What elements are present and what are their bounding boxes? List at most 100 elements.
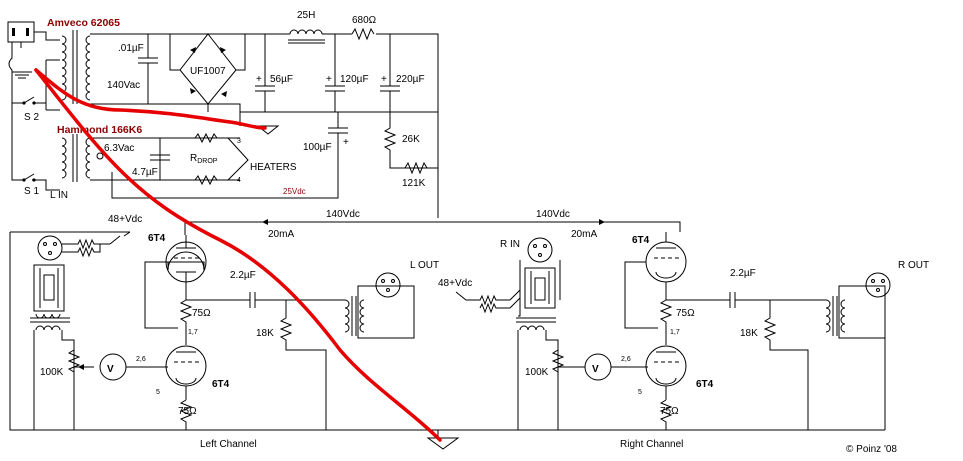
s2-label: S 2 (24, 112, 39, 123)
resistor-26k (383, 112, 438, 169)
left-r75-bot: 75Ω (178, 406, 197, 417)
resistor-rdrop (194, 132, 218, 186)
c56-label: 56µF (270, 74, 293, 85)
red-annotation (34, 68, 442, 442)
cap-plus: + (256, 74, 262, 85)
right-meter-label: V (592, 364, 599, 375)
heaters-label: HEATERS (250, 162, 297, 173)
s1-label: S 1 (24, 186, 39, 197)
v140ac-label: 140Vac (107, 80, 140, 91)
resistor-75-bot (659, 399, 673, 430)
choke-25h (288, 29, 325, 44)
pot-100k (551, 349, 565, 373)
primary-wiring (12, 102, 60, 111)
capacitor-01uf (138, 34, 158, 104)
left-r75-top: 75Ω (192, 308, 211, 319)
rectifier-label: UF1007 (190, 66, 226, 77)
right-in-label: R IN (500, 239, 520, 250)
resistor-680 (351, 27, 375, 41)
credit: © Poinz '08 (846, 444, 897, 455)
phantom-switch (109, 231, 131, 245)
xlr-output-jack (865, 272, 891, 298)
right-pot-label: 100K (525, 367, 549, 378)
c100-label: 100µF (303, 142, 332, 153)
left-tube-top-label: 6T4 (148, 233, 166, 244)
iec-pin (26, 28, 29, 36)
xlr-input-jack (37, 235, 63, 261)
iec-pin (12, 28, 15, 36)
current-right: 20mA (571, 229, 597, 240)
coupling-cap (666, 292, 826, 308)
xlr-input-jack (527, 237, 553, 263)
cap-plus: + (326, 74, 332, 85)
input-transformer (516, 317, 556, 323)
filter-capacitors (111, 34, 400, 199)
v25dc-label: 25Vdc (283, 187, 306, 196)
power-transformer-label: Amveco 62065 (47, 17, 120, 29)
heater-wiring (90, 137, 240, 181)
right-pins17: 1,7 (670, 329, 680, 336)
rail-voltage-left: 140Vdc (326, 209, 360, 220)
resistor-18k (279, 300, 327, 430)
left-cap-label: 2.2µF (230, 270, 256, 281)
right-pin5: 5 (638, 389, 642, 396)
right-phantom-label: 48+Vdc (438, 278, 472, 289)
capacitor-47uf (150, 154, 170, 161)
pin3-label: 3 (237, 138, 241, 145)
left-meter-label: V (107, 364, 114, 375)
left-r18k-label: 18K (256, 328, 274, 339)
output-transformer (344, 285, 415, 339)
chassis-ground-symbol (12, 42, 32, 79)
cap-plus: + (343, 137, 349, 148)
right-tube-bot-label: 6T4 (696, 379, 714, 390)
power-transformer (61, 30, 91, 104)
ground-symbol (239, 112, 280, 135)
resistor-75-top (179, 299, 193, 345)
primary-wiring (11, 95, 60, 191)
switch-s2 (23, 96, 35, 104)
left-out-label: L OUT (410, 260, 439, 271)
right-channel: R IN 48+Vdc 100K V 2,6 6T4 2.2µF 75Ω 1,7 (438, 232, 929, 450)
right-tube-top (645, 232, 687, 300)
right-tube-bottom (645, 345, 687, 400)
v63ac-label: 6.3Vac (104, 143, 134, 154)
phantom-resistor (62, 238, 110, 250)
left-channel: 48+Vdc 100K V 2,6 6T4 2.2µF 75Ω 1,7 (9, 214, 885, 450)
right-r75-bot: 75Ω (660, 406, 679, 417)
iec-inlet (7, 21, 35, 43)
c220-label: 220µF (396, 74, 425, 85)
fuse (8, 42, 13, 95)
resistor-75-bot (179, 399, 193, 430)
r680-label: 680Ω (352, 15, 377, 26)
left-tube-bot-label: 6T4 (212, 379, 230, 390)
lin-label: L IN (50, 190, 68, 201)
left-pin5: 5 (156, 389, 160, 396)
heater-transformer-label: Hammond 166K6 (57, 124, 142, 136)
right-channel-label: Right Channel (620, 439, 683, 450)
r26k-label: 26K (402, 134, 420, 145)
right-cap-label: 2.2µF (730, 268, 756, 279)
left-channel-label: Left Channel (200, 439, 257, 450)
choke-label: 25H (297, 10, 315, 21)
rail-voltage-right: 140Vdc (536, 209, 570, 220)
right-pins26: 2,6 (621, 356, 631, 363)
center-tap (96, 152, 104, 160)
left-tube-bottom (165, 345, 207, 400)
rdrop-label: RDROP (190, 153, 218, 165)
c47-label: 4.7µF (132, 167, 158, 178)
current-left: 20mA (268, 229, 294, 240)
output-transformer (825, 285, 886, 430)
r121k-label: 121K (402, 178, 426, 189)
input-transformer-box (33, 264, 65, 312)
power-supply: Amveco 62065 Hammond 166K6 .01µF 140Vac … (7, 10, 439, 218)
right-out-label: R OUT (898, 260, 929, 271)
xlr-output-jack (375, 272, 401, 298)
pot-100k (67, 349, 81, 373)
left-pins17: 1,7 (188, 329, 198, 336)
left-pot-label: 100K (40, 367, 64, 378)
left-tube-top (165, 235, 207, 300)
left-phantom-label: 48+Vdc (108, 214, 142, 225)
heater-transformer (61, 134, 104, 182)
phantom-resistor (455, 289, 521, 306)
